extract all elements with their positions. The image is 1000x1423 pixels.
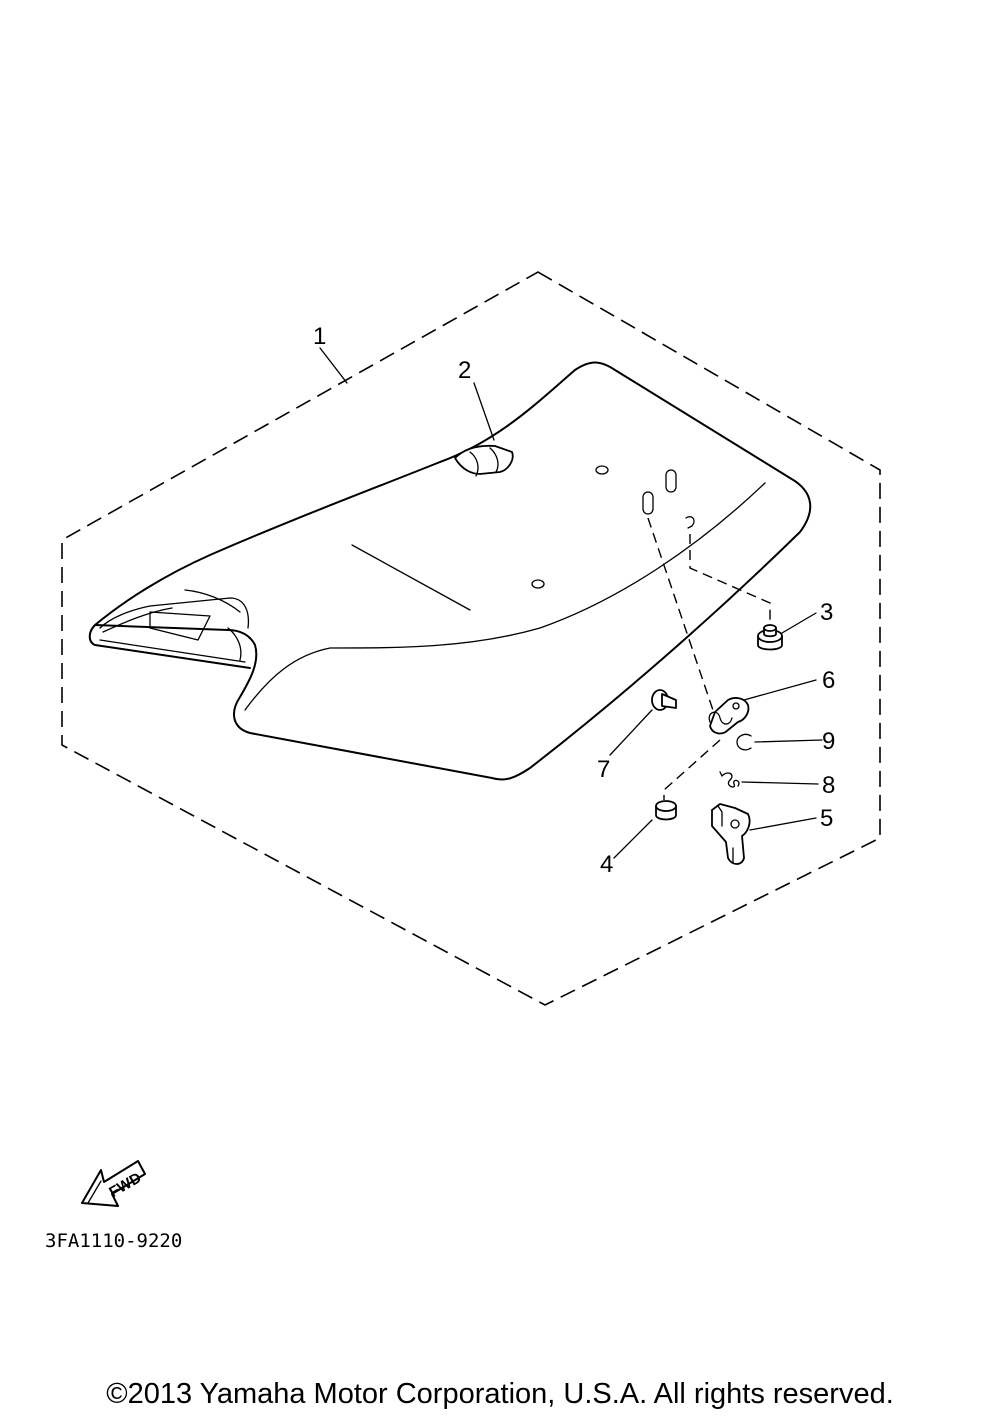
copyright-notice: ©2013 Yamaha Motor Corporation, U.S.A. A…	[106, 1378, 894, 1410]
install-line-4	[663, 739, 721, 800]
assembly-boundary	[61, 271, 881, 1006]
leader-lines	[319, 347, 823, 859]
callout-1: 1	[313, 323, 326, 350]
circlip-part-9	[736, 733, 752, 751]
spring-part-8	[719, 771, 740, 788]
callout-4: 4	[600, 851, 613, 878]
callout-8: 8	[822, 772, 835, 799]
callout-6: 6	[822, 667, 835, 694]
damper-part-3	[757, 624, 783, 651]
seat-outline	[88, 361, 812, 781]
seat-strap	[454, 444, 514, 477]
forward-arrow-icon: FWD	[81, 1160, 146, 1207]
callout-3: 3	[820, 599, 833, 626]
callout-5: 5	[820, 805, 833, 832]
bracket-part-6	[708, 697, 750, 735]
bolt-part-7	[651, 689, 677, 711]
callout-7: 7	[597, 756, 610, 783]
fwd-label: FWD	[106, 1169, 144, 1201]
seat-lock-part-5	[711, 803, 751, 865]
callout-numbers: 1 2 3 4 5 6 7 8 9	[313, 323, 835, 878]
grommet-part-4	[655, 800, 677, 821]
install-line-3	[689, 534, 771, 625]
drawing-code: 3FA1110-9220	[45, 1230, 182, 1252]
callout-9: 9	[822, 728, 835, 755]
install-line-hook	[647, 517, 719, 726]
callout-2: 2	[458, 357, 471, 384]
